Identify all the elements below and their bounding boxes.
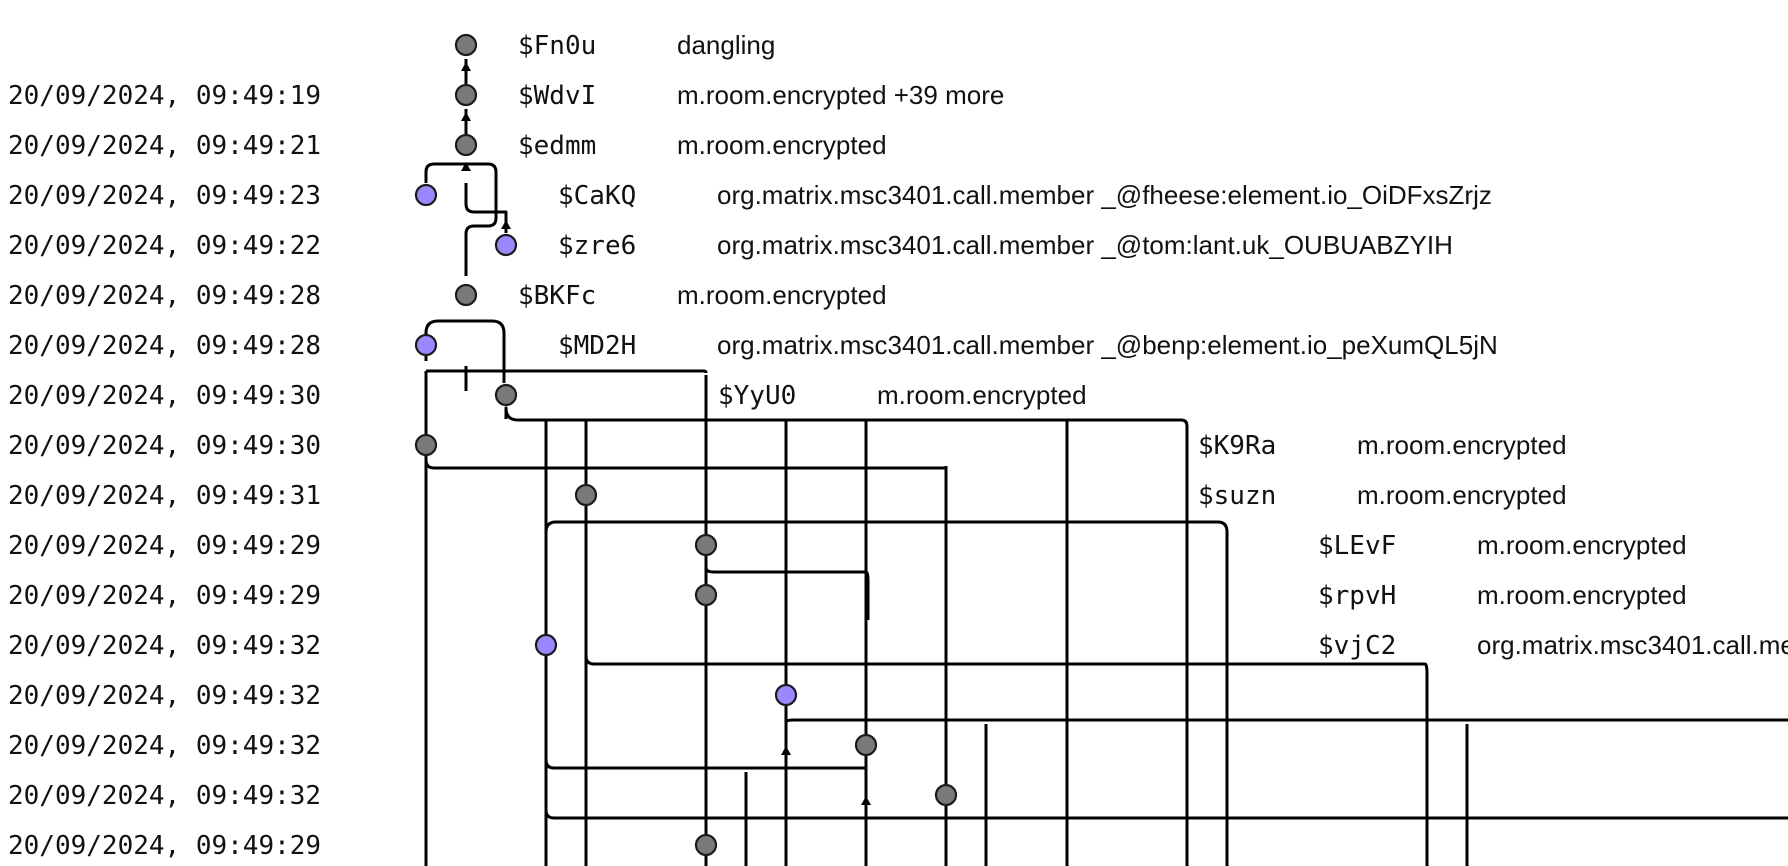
state-event-node[interactable] <box>414 183 438 207</box>
event-node[interactable] <box>854 733 878 757</box>
event-timestamp: 20/09/2024, 09:49:28 <box>8 281 321 311</box>
event-timestamp: 20/09/2024, 09:49:29 <box>8 831 321 861</box>
event-id[interactable]: $BKFc <box>518 281 596 311</box>
event-timestamp: 20/09/2024, 09:49:32 <box>8 731 321 761</box>
dag-edge <box>544 520 1229 866</box>
dag-edge <box>426 369 708 374</box>
event-timestamp: 20/09/2024, 09:49:31 <box>8 481 321 511</box>
dag-edge <box>544 758 868 790</box>
event-node[interactable] <box>414 433 438 457</box>
event-id[interactable]: $zre6 <box>558 231 636 261</box>
event-type-label: m.room.encrypted <box>1477 580 1687 610</box>
event-timestamp: 20/09/2024, 09:49:32 <box>8 631 321 661</box>
state-event-node[interactable] <box>414 333 438 357</box>
event-id[interactable]: $edmm <box>518 131 596 161</box>
event-id[interactable]: $rpvH <box>1318 581 1396 611</box>
event-id[interactable]: $suzn <box>1198 481 1276 511</box>
event-timestamp: 20/09/2024, 09:49:29 <box>8 531 321 561</box>
event-timestamp: 20/09/2024, 09:49:32 <box>8 781 321 811</box>
event-timestamp: 20/09/2024, 09:49:21 <box>8 131 321 161</box>
edge-arrowhead <box>461 162 471 171</box>
dag-edge <box>424 162 498 276</box>
event-node[interactable] <box>934 783 958 807</box>
event-node[interactable] <box>454 133 478 157</box>
event-id[interactable]: $WdvI <box>518 81 596 111</box>
state-event-node[interactable] <box>534 633 558 657</box>
dag-edge <box>424 458 948 866</box>
event-timestamp: 20/09/2024, 09:49:23 <box>8 181 321 211</box>
event-node[interactable] <box>454 33 478 57</box>
labels-layer: $Fn0u dangling 20/09/2024, 09:49:19 $WdvI m.… <box>8 30 1788 861</box>
event-node[interactable] <box>694 833 718 857</box>
event-timestamp: 20/09/2024, 09:49:28 <box>8 331 321 361</box>
dag-edge <box>584 654 1429 866</box>
event-type-label: org.matrix.msc3401.call.member _@benp:el… <box>717 330 1498 360</box>
event-type-label: dangling <box>677 30 775 60</box>
event-type-label: m.room.encrypted <box>877 380 1087 410</box>
event-id[interactable]: $vjC2 <box>1318 631 1396 661</box>
event-id[interactable]: $Fn0u <box>518 31 596 61</box>
event-type-label: org.matrix.msc3401.call.member _@ <box>1477 630 1788 660</box>
nodes-layer <box>414 33 958 857</box>
state-event-node[interactable] <box>494 233 518 257</box>
event-node[interactable] <box>454 283 478 307</box>
event-timestamp: 20/09/2024, 09:49:32 <box>8 681 321 711</box>
event-node[interactable] <box>494 383 518 407</box>
event-type-label: org.matrix.msc3401.call.member _@fheese:… <box>717 180 1492 210</box>
event-timestamp: 20/09/2024, 09:49:22 <box>8 231 321 261</box>
event-id[interactable]: $MD2H <box>558 331 636 361</box>
event-type-label: m.room.encrypted +39 more <box>677 80 1004 110</box>
event-node[interactable] <box>454 83 478 107</box>
edge-arrowhead <box>461 62 471 71</box>
dag-edge <box>544 808 1788 822</box>
event-type-label: m.room.encrypted <box>677 280 887 310</box>
edge-arrowhead <box>861 796 871 805</box>
event-id[interactable]: $CaKQ <box>558 181 636 211</box>
event-node[interactable] <box>574 483 598 507</box>
event-timestamp: 20/09/2024, 09:49:29 <box>8 581 321 611</box>
event-timestamp: 20/09/2024, 09:49:30 <box>8 381 321 411</box>
edge-arrowhead <box>501 220 511 229</box>
event-type-label: m.room.encrypted <box>1477 530 1687 560</box>
event-type-label: m.room.encrypted <box>1357 430 1567 460</box>
edge-arrowhead <box>461 112 471 121</box>
state-event-node[interactable] <box>774 683 798 707</box>
event-node[interactable] <box>694 533 718 557</box>
event-timestamp: 20/09/2024, 09:49:19 <box>8 81 321 111</box>
event-id[interactable]: $YyU0 <box>718 381 796 411</box>
dag-edge <box>784 710 1788 724</box>
dag-edge <box>504 406 1189 866</box>
event-id[interactable]: $K9Ra <box>1198 431 1276 461</box>
event-type-label: m.room.encrypted <box>1357 480 1567 510</box>
event-type-label: m.room.encrypted <box>677 130 887 160</box>
dag-edge <box>424 319 506 383</box>
event-type-label: org.matrix.msc3401.call.member _@tom:lan… <box>717 230 1453 260</box>
event-id[interactable]: $LEvF <box>1318 531 1396 561</box>
dag-edge <box>704 557 870 620</box>
event-node[interactable] <box>694 583 718 607</box>
dag-edge <box>464 183 508 233</box>
event-timestamp: 20/09/2024, 09:49:30 <box>8 431 321 461</box>
edge-arrowhead <box>781 746 791 755</box>
